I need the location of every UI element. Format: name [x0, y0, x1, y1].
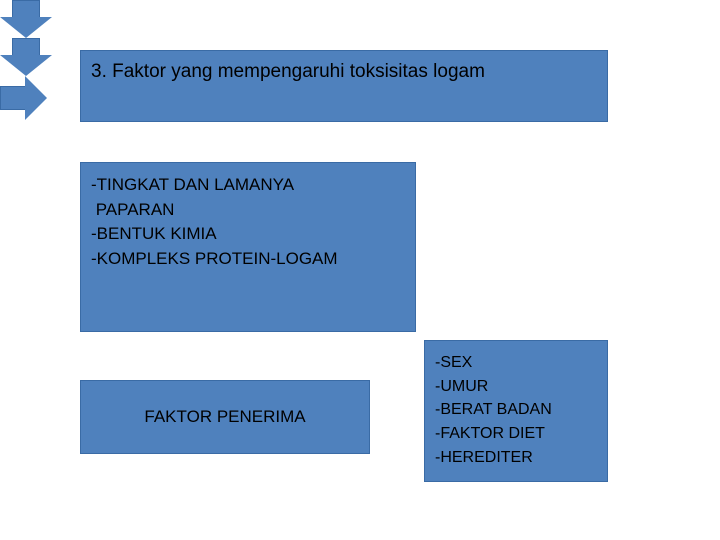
- arrow-down-icon: [0, 0, 52, 38]
- receiver-box-label: FAKTOR PENERIMA: [144, 407, 306, 427]
- arrow-right-icon: [0, 76, 48, 120]
- title-box: 3. Faktor yang mempengaruhi toksisitas l…: [80, 50, 608, 122]
- list-item: PAPARAN: [91, 199, 175, 219]
- receiver-box: FAKTOR PENERIMA: [80, 380, 370, 454]
- attributes-box: -SEX -UMUR -BERAT BADAN -FAKTOR DIET -HE…: [424, 340, 608, 482]
- list-item: -UMUR: [435, 377, 489, 395]
- list-item: -BERAT BADAN: [435, 401, 552, 419]
- factors-box: -TINGKAT DAN LAMANYA PAPARAN -BENTUK KIM…: [80, 162, 416, 332]
- arrow-down-icon: [0, 38, 52, 76]
- list-item: -SEX: [435, 354, 473, 371]
- list-item: -HEREDITER: [435, 448, 533, 466]
- factors-list: -TINGKAT DAN LAMANYA PAPARAN -BENTUK KIM…: [91, 173, 405, 272]
- list-item: -KOMPLEKS PROTEIN-LOGAM: [91, 248, 338, 268]
- title-text: 3. Faktor yang mempengaruhi toksisitas l…: [91, 61, 485, 82]
- attributes-list: -SEX -UMUR -BERAT BADAN -FAKTOR DIET -HE…: [435, 351, 607, 469]
- list-item: -BENTUK KIMIA: [91, 224, 217, 244]
- list-item: -TINGKAT DAN LAMANYA: [91, 175, 295, 194]
- list-item: -FAKTOR DIET: [435, 425, 545, 443]
